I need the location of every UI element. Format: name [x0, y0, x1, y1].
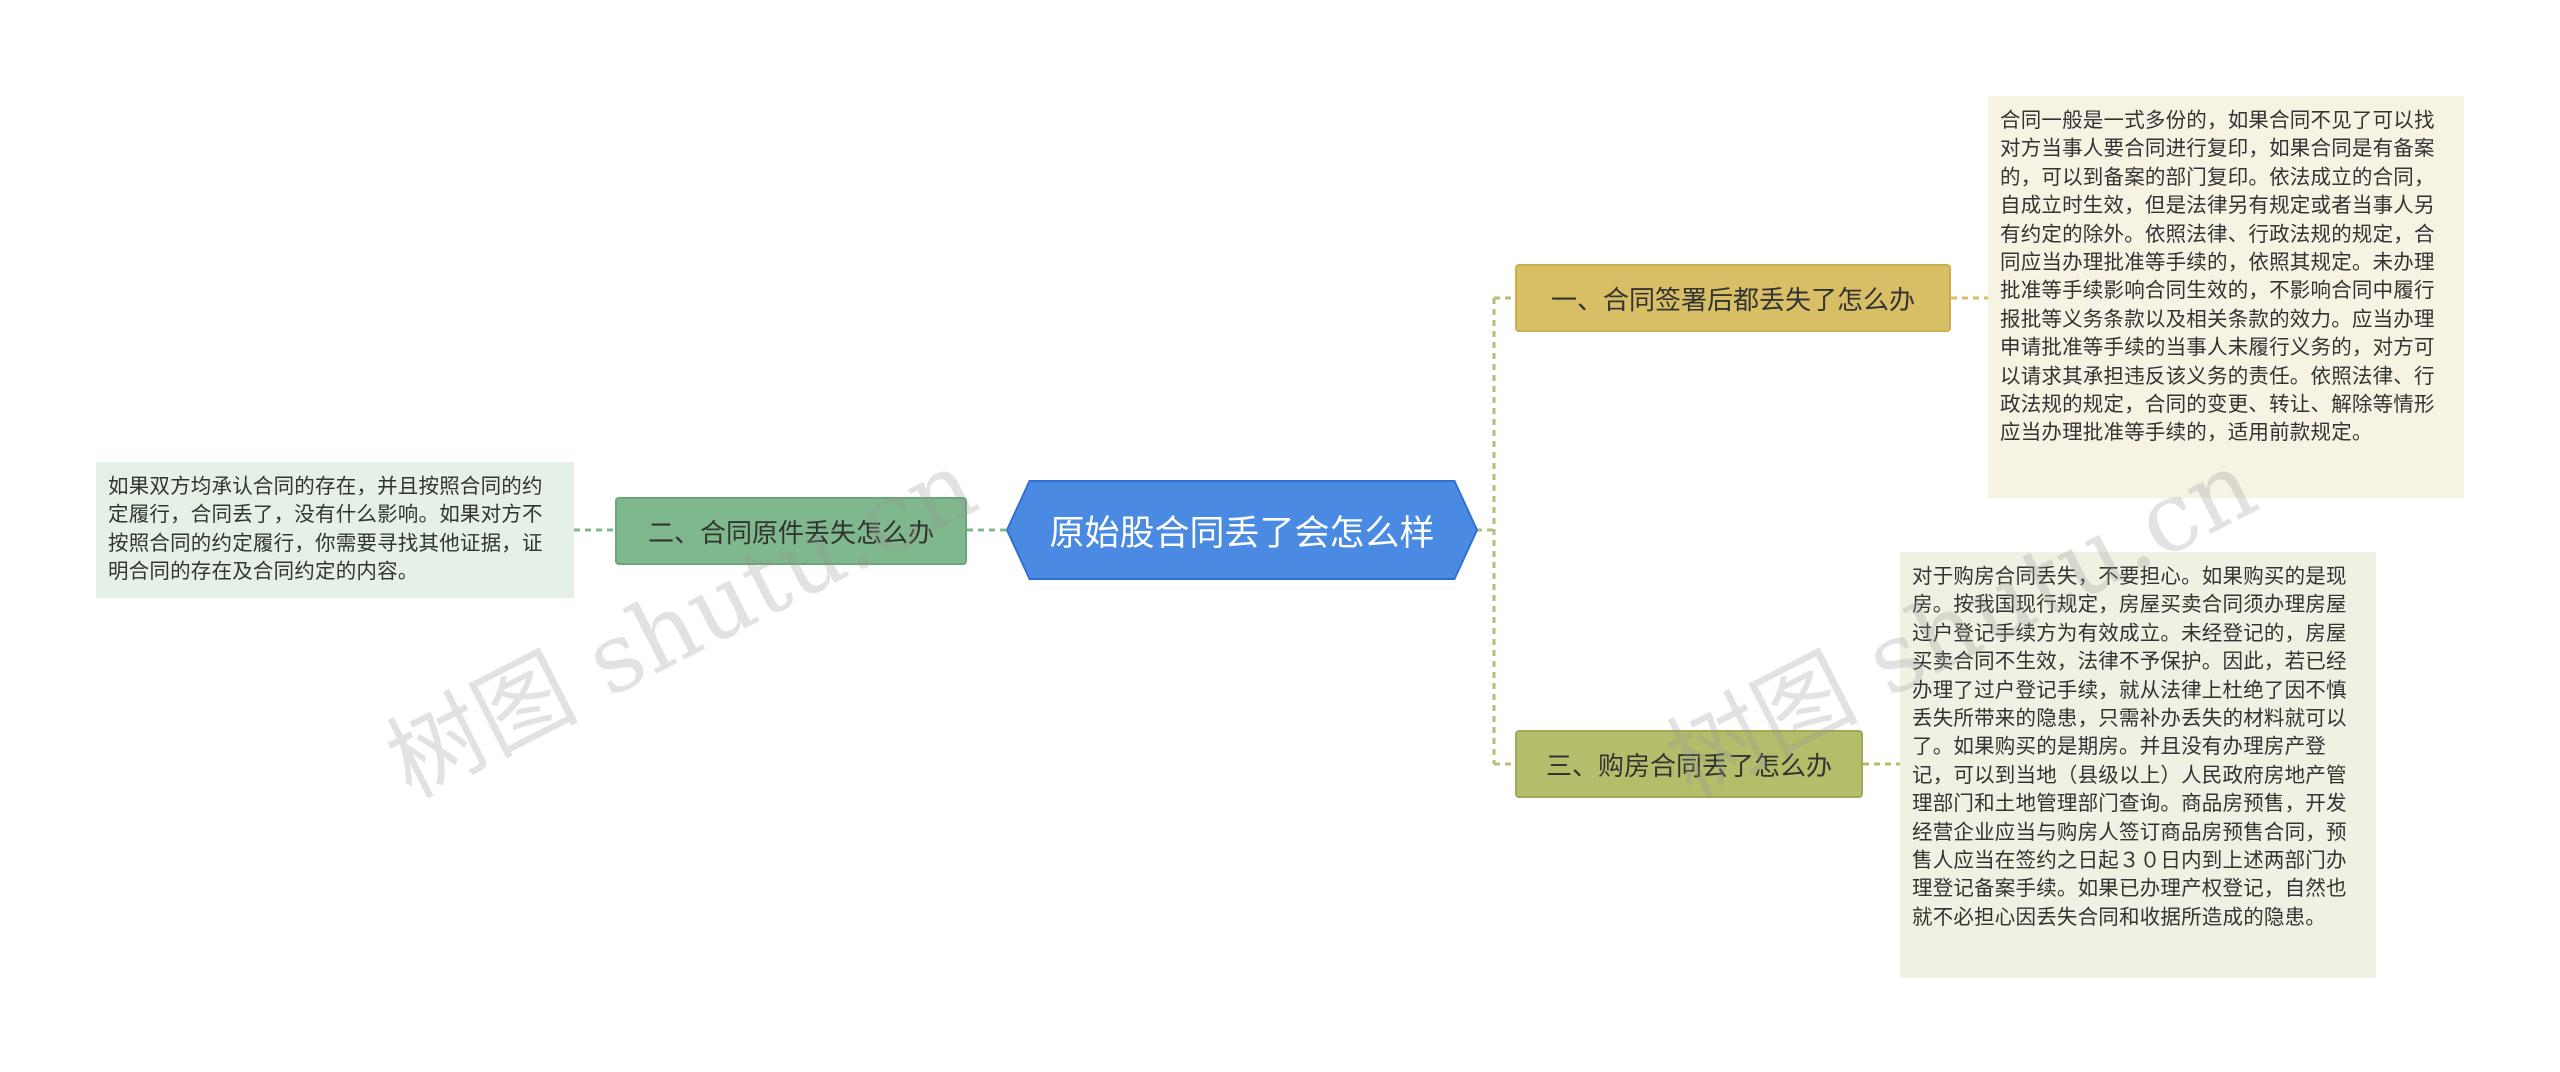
branch-house-contract-lost[interactable]: 三、购房合同丢了怎么办: [1515, 730, 1863, 798]
branch-label: 一、合同签署后都丢失了怎么办: [1550, 285, 1915, 316]
branch-label: 三、购房合同丢了怎么办: [1545, 751, 1832, 782]
branch-label: 二、合同原件丢失怎么办: [647, 518, 934, 549]
central-topic-label: 原始股合同丢了会怎么样: [1049, 513, 1435, 554]
branch-original-contract-lost[interactable]: 二、合同原件丢失怎么办: [615, 497, 967, 565]
note-contract-lost-after-signing[interactable]: 合同一般是一式多份的，如果合同不见了可以找对方当事人要合同进行复印，如果合同是有…: [1988, 96, 2464, 498]
central-topic[interactable]: 原始股合同丢了会怎么样: [1008, 482, 1476, 578]
note-original-contract-lost[interactable]: 如果双方均承认合同的存在，并且按照合同的约定履行，合同丢了，没有什么影响。如果对…: [96, 462, 574, 598]
branch-contract-lost-after-signing[interactable]: 一、合同签署后都丢失了怎么办: [1515, 264, 1951, 332]
note-house-contract-lost[interactable]: 对于购房合同丢失，不要担心。如果购买的是现房。按我国现行规定，房屋买卖合同须办理…: [1900, 552, 2376, 978]
central-topic-fill: [1008, 482, 1476, 578]
